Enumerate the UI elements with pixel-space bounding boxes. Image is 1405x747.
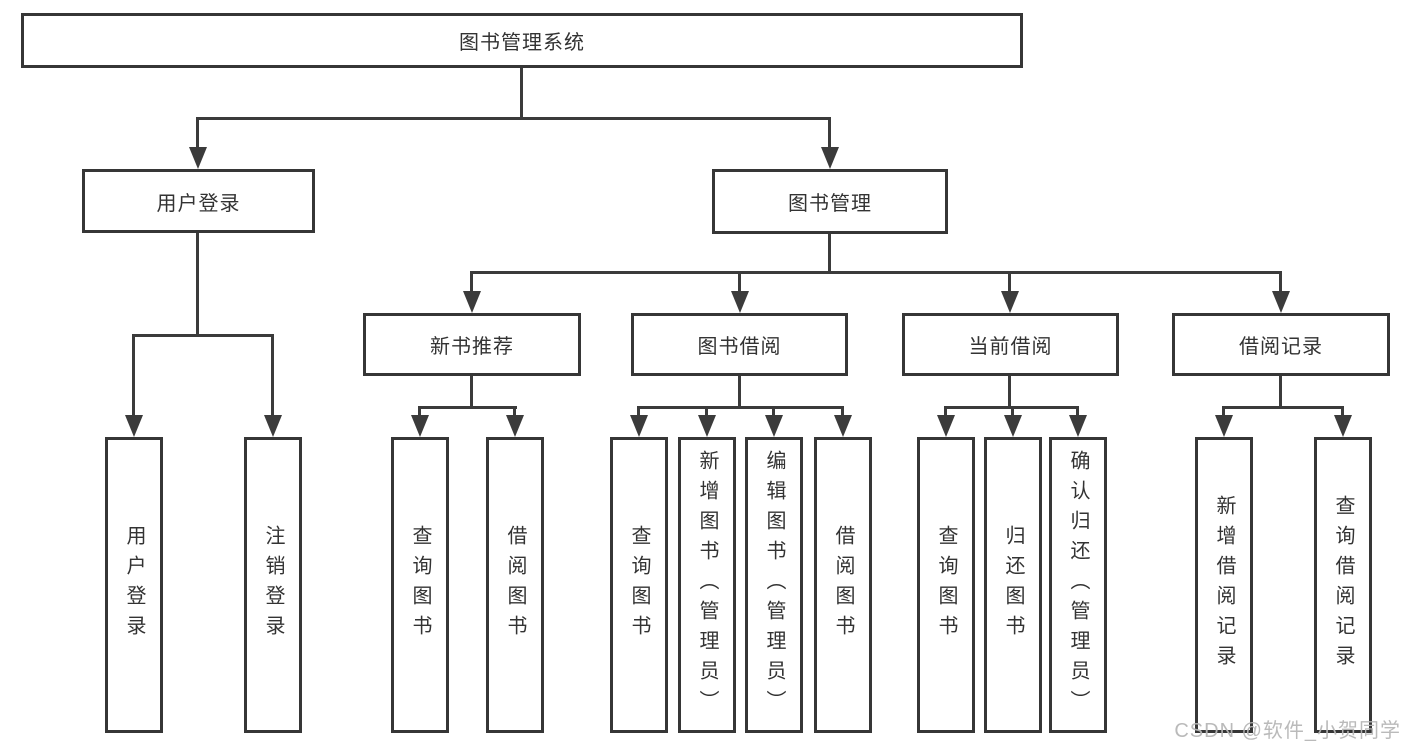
connector-line	[520, 68, 523, 118]
connector-arrowhead-down	[937, 415, 955, 437]
connector-line	[418, 406, 517, 409]
connector-arrowhead-down	[1334, 415, 1352, 437]
connector-arrowhead-down	[1004, 415, 1022, 437]
leaf-user-login: 用户登录	[105, 437, 163, 733]
leaf-return-book: 归还图书	[984, 437, 1042, 733]
leaf-query-books-borrowing: 查询图书	[610, 437, 668, 733]
connector-line	[738, 271, 741, 294]
leaf-logout: 注销登录	[244, 437, 302, 733]
leaf-add-book-admin: 新增图书（管理员）	[678, 437, 736, 733]
leaf-query-books-recommend: 查询图书	[391, 437, 449, 733]
connector-line	[470, 271, 473, 294]
connector-line	[637, 406, 844, 409]
leaf-edit-book-admin: 编辑图书（管理员）	[745, 437, 803, 733]
node-current-borrowing: 当前借阅	[902, 313, 1119, 376]
connector-line	[470, 376, 473, 408]
node-book-borrowing: 图书借阅	[631, 313, 848, 376]
connector-arrowhead-down	[1069, 415, 1087, 437]
connector-arrowhead-down	[411, 415, 429, 437]
connector-line	[1222, 406, 1344, 409]
connector-arrowhead-down	[1272, 291, 1290, 313]
connector-line	[196, 117, 199, 150]
connector-arrowhead-down	[264, 415, 282, 437]
connector-line	[828, 234, 831, 274]
csdn-watermark: CSDN @软件_小贺同学	[1174, 720, 1401, 742]
connector-line	[1341, 406, 1344, 418]
connector-line	[1279, 271, 1282, 294]
connector-line	[637, 406, 640, 418]
connector-line	[828, 117, 831, 150]
node-book-management: 图书管理	[712, 169, 948, 234]
connector-line	[772, 406, 775, 418]
connector-line	[738, 376, 741, 408]
connector-line	[705, 406, 708, 418]
connector-line	[132, 334, 135, 418]
connector-arrowhead-down	[463, 291, 481, 313]
node-user-login: 用户登录	[82, 169, 315, 233]
leaf-confirm-return-admin: 确认归还（管理员）	[1049, 437, 1107, 733]
connector-arrowhead-down	[189, 147, 207, 169]
connector-line	[944, 406, 947, 418]
connector-line	[841, 406, 844, 418]
connector-arrowhead-down	[731, 291, 749, 313]
connector-arrowhead-down	[1001, 291, 1019, 313]
connector-line	[1008, 271, 1011, 294]
connector-arrowhead-down	[125, 415, 143, 437]
leaf-query-borrow-record: 查询借阅记录	[1314, 437, 1372, 733]
connector-line	[1011, 406, 1014, 418]
connector-arrowhead-down	[630, 415, 648, 437]
connector-arrowhead-down	[698, 415, 716, 437]
connector-line	[513, 406, 516, 418]
leaf-add-borrow-record: 新增借阅记录	[1195, 437, 1253, 733]
connector-line	[1008, 376, 1011, 408]
connector-arrowhead-down	[1215, 415, 1233, 437]
node-library-management-system: 图书管理系统	[21, 13, 1023, 68]
connector-line	[1076, 406, 1079, 418]
node-borrowing-records: 借阅记录	[1172, 313, 1390, 376]
connector-arrowhead-down	[821, 147, 839, 169]
leaf-query-books-current: 查询图书	[917, 437, 975, 733]
connector-line	[271, 334, 274, 418]
connector-arrowhead-down	[765, 415, 783, 437]
node-new-book-recommendation: 新书推荐	[363, 313, 581, 376]
leaf-borrow-books-borrowing: 借阅图书	[814, 437, 872, 733]
connector-line	[470, 271, 1281, 274]
connector-line	[1279, 376, 1282, 408]
connector-arrowhead-down	[834, 415, 852, 437]
leaf-borrow-books-recommend: 借阅图书	[486, 437, 544, 733]
connector-line	[196, 117, 831, 120]
connector-arrowhead-down	[506, 415, 524, 437]
connector-line	[418, 406, 421, 418]
connector-line	[132, 334, 274, 337]
connector-line	[1222, 406, 1225, 418]
connector-line	[196, 233, 199, 336]
